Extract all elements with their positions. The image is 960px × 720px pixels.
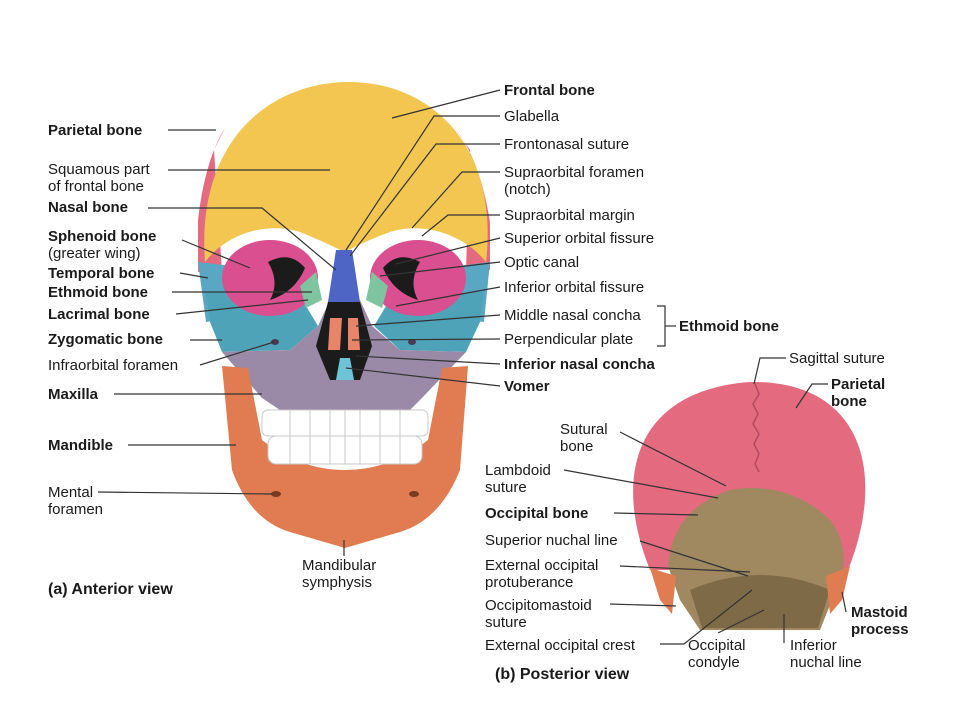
nasal-bone	[328, 250, 360, 302]
teeth	[261, 409, 429, 465]
label-greater-wing: (greater wing)	[48, 245, 141, 262]
infraorbital-foramen-left	[271, 339, 279, 345]
label-inferior-orbital-fissure: Inferior orbital fissure	[504, 279, 645, 296]
label-superior-nuchal-line: Superior nuchal line	[485, 532, 618, 549]
mental-foramen-left	[271, 491, 281, 497]
label-mandibular-symphysis: Mandibular symphysis	[302, 557, 377, 591]
label-lacrimal-bone: Lacrimal bone	[48, 306, 150, 323]
label-frontal-bone: Frontal bone	[504, 82, 595, 99]
label-mental-foramen: Mental foramen	[48, 484, 104, 518]
anterior-skull	[198, 81, 490, 548]
label-occipital-condyle: Occipital condyle	[688, 637, 746, 671]
label-inferior-nuchal-line: Inferior nuchal line	[790, 637, 862, 671]
label-ethmoid-bone-bracket: Ethmoid bone	[679, 318, 779, 335]
label-optic-canal: Optic canal	[504, 254, 580, 271]
label-zygomatic-bone: Zygomatic bone	[48, 331, 164, 348]
label-external-occipital-crest: External occipital crest	[485, 637, 636, 654]
label-sphenoid-bone: Sphenoid bone	[48, 228, 157, 245]
label-glabella: Glabella	[504, 108, 560, 125]
nasal-concha-right	[348, 318, 360, 350]
caption-anterior-view: (a) Anterior view	[48, 581, 173, 598]
label-squamous-part-frontal-bone: Squamous part of frontal bone	[48, 161, 150, 195]
label-superior-orbital-fissure: Superior orbital fissure	[504, 230, 655, 247]
label-mastoid-process: Mastoid process	[851, 604, 909, 638]
sagittal-suture	[752, 383, 760, 473]
label-occipitomastoid-suture: Occipitomastoid suture	[485, 597, 592, 631]
frontal-bone	[204, 81, 488, 262]
label-posterior-parietal-bone: Parietal bone	[831, 376, 886, 410]
posterior-skull	[633, 381, 866, 630]
label-sagittal-suture: Sagittal suture	[789, 350, 885, 367]
leader-lines	[97, 89, 847, 645]
right-orbit	[370, 240, 466, 316]
label-maxilla: Maxilla	[48, 386, 99, 403]
mental-foramen-right	[409, 491, 419, 497]
nasal-concha-left	[328, 318, 342, 350]
label-external-occipital-protuberance: External occipital protuberance	[485, 557, 599, 591]
caption-posterior-view: (b) Posterior view	[495, 666, 630, 683]
label-supraorbital-margin: Supraorbital margin	[504, 207, 635, 224]
label-infraorbital-foramen: Infraorbital foramen	[48, 357, 179, 374]
left-orbit	[222, 240, 318, 316]
label-occipital-bone: Occipital bone	[485, 505, 589, 522]
label-parietal-bone: Parietal bone	[48, 122, 143, 139]
label-lambdoid-suture: Lambdoid suture	[485, 462, 551, 496]
mastoid-process-right	[826, 566, 850, 614]
label-temporal-bone: Temporal bone	[48, 265, 155, 282]
label-nasal-bone: Nasal bone	[48, 199, 129, 216]
label-sutural-bone: Sutural bone	[560, 421, 608, 455]
mastoid-process-left	[650, 568, 676, 614]
ethmoid-bone-right	[366, 272, 388, 308]
vomer	[336, 358, 354, 380]
label-inferior-nasal-concha: Inferior nasal concha	[504, 356, 655, 373]
label-supraorbital-foramen: Supraorbital foramen (notch)	[504, 164, 645, 198]
right-orbital-fissure	[383, 257, 420, 300]
label-frontonasal-suture: Frontonasal suture	[504, 136, 630, 153]
mandible	[222, 366, 468, 548]
infraorbital-foramen-right	[408, 339, 416, 345]
ethmoid-bone-left	[300, 272, 322, 308]
label-vomer: Vomer	[504, 378, 550, 395]
occipital-lower-shading	[690, 575, 830, 628]
left-orbital-fissure	[268, 257, 305, 300]
label-perpendicular-plate: Perpendicular plate	[504, 331, 634, 348]
label-mandible: Mandible	[48, 437, 114, 454]
label-middle-nasal-concha: Middle nasal concha	[504, 307, 641, 324]
label-ethmoid-bone-left: Ethmoid bone	[48, 284, 148, 301]
